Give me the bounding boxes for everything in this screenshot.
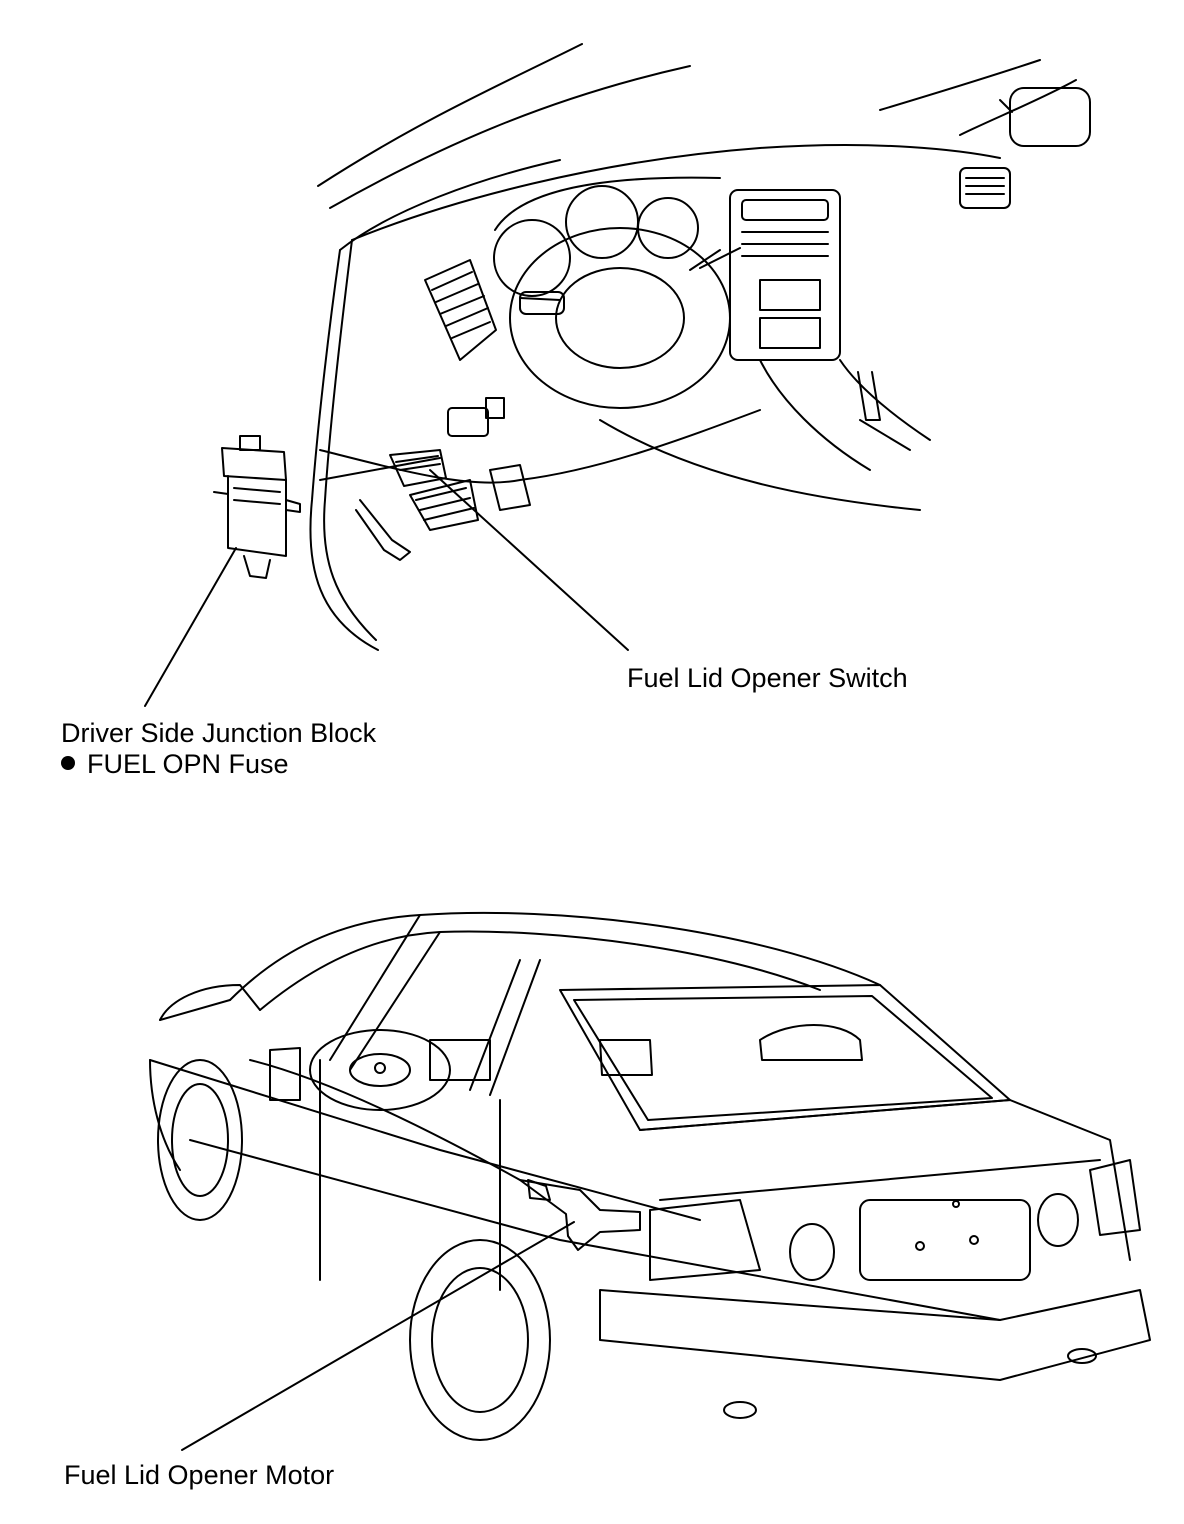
fuel-opn-fuse-item: FUEL OPN Fuse bbox=[61, 751, 289, 778]
fuel-lid-opener-switch-label: Fuel Lid Opener Switch bbox=[627, 663, 908, 693]
fuel-opn-fuse-label: FUEL OPN Fuse bbox=[87, 749, 289, 779]
driver-side-junction-block-label: Driver Side Junction Block bbox=[61, 718, 377, 748]
bullet-icon bbox=[61, 756, 75, 770]
fuel-lid-opener-motor-label: Fuel Lid Opener Motor bbox=[64, 1460, 335, 1490]
